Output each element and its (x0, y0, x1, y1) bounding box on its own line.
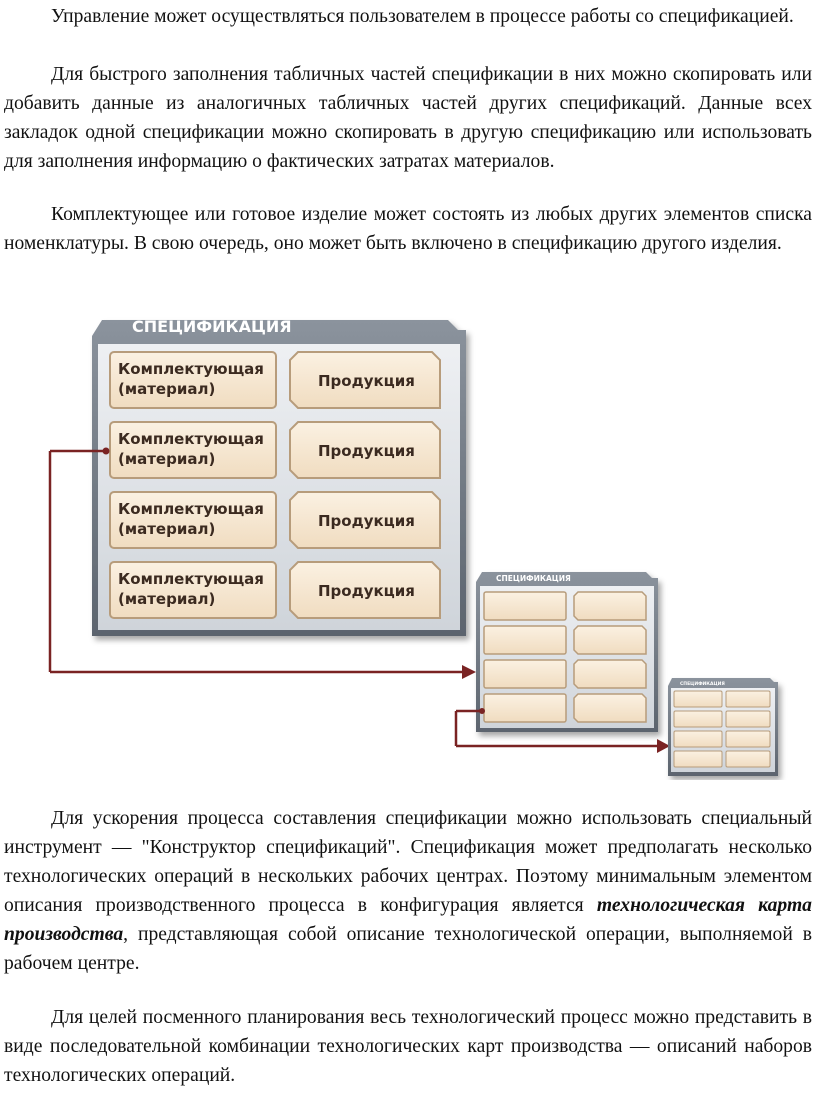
product-card (289, 491, 441, 549)
arrow-dot (479, 708, 485, 714)
tiny-row (673, 730, 771, 748)
component-card-line2: (материал) (118, 590, 215, 608)
component-card-tiny (673, 690, 723, 708)
paragraph-4-text-a: Для ускорения процесса составления специ… (4, 808, 812, 916)
paragraph-5: Для целей посменного планирования весь т… (4, 1007, 812, 1086)
product-card-label: Продукция (318, 372, 415, 390)
tiny-row (673, 690, 771, 708)
specification-diagram: СПЕЦИФИКАЦИЯ Комплектующая (материал) Пр… (48, 317, 778, 776)
product-card-label: Продукция (318, 442, 415, 460)
main-row-4: Комплектующая (материал) Продукция (109, 561, 441, 619)
product-card-small (573, 591, 647, 621)
component-card (109, 491, 277, 549)
product-card-tiny (725, 750, 771, 768)
component-card-tiny (673, 750, 723, 768)
main-frame-rows: Комплектующая (материал) Продукция Компл… (109, 351, 441, 619)
product-card-label: Продукция (318, 512, 415, 530)
component-card-tiny (673, 730, 723, 748)
component-card (109, 421, 277, 479)
medium-row (483, 591, 647, 621)
arrow-dot (102, 447, 110, 455)
paragraph-4-text-b: , представляющая собой описание технолог… (4, 924, 812, 974)
medium-row (483, 693, 647, 723)
product-card-small (573, 625, 647, 655)
tiny-row (673, 750, 771, 768)
main-row-1: Комплектующая (материал) Продукция (109, 351, 441, 409)
component-card-line1: Комплектующая (118, 360, 264, 378)
paragraph-1: Управление может осуществляться пользова… (51, 6, 794, 27)
component-card-line1: Комплектующая (118, 570, 264, 588)
paragraph-3: Комплектующее или готовое изделие может … (4, 204, 812, 254)
main-row-2: Комплектующая (материал) Продукция (109, 421, 441, 479)
emphasis-term: технологическая карта производства (4, 895, 812, 945)
component-card-small (483, 659, 567, 689)
paragraph-2: Для быстрого заполнения табличных частей… (4, 64, 812, 172)
component-card-tiny (673, 710, 723, 728)
arrow-head (462, 665, 476, 679)
component-card-small (483, 625, 567, 655)
product-card-small (573, 659, 647, 689)
product-card-small (573, 693, 647, 723)
product-card (289, 561, 441, 619)
product-card-tiny (725, 710, 771, 728)
component-card-line2: (материал) (118, 450, 215, 468)
arrow-head (657, 739, 670, 753)
medium-frame-rows (483, 591, 647, 723)
link-arrow-medium-to-tiny (454, 708, 670, 753)
product-card-tiny (725, 730, 771, 748)
component-card-line2: (материал) (118, 520, 215, 538)
product-card-label: Продукция (318, 582, 415, 600)
component-card-small (483, 693, 567, 723)
component-card-line1: Комплектующая (118, 430, 264, 448)
paragraph-4: Для ускорения процесса составления специ… (4, 804, 812, 978)
tiny-frame-rows (673, 690, 771, 768)
main-frame-title: СПЕЦИФИКАЦИЯ (132, 317, 292, 336)
main-row-3: Комплектующая (материал) Продукция (109, 491, 441, 549)
component-card-line1: Комплектующая (118, 500, 264, 518)
tiny-row (673, 710, 771, 728)
medium-row (483, 625, 647, 655)
component-card-line2: (материал) (118, 380, 215, 398)
component-card (109, 351, 277, 409)
medium-row (483, 659, 647, 689)
medium-frame-title: СПЕЦИФИКАЦИЯ (496, 574, 571, 583)
product-card-tiny (725, 690, 771, 708)
link-arrow-main-to-medium (48, 447, 476, 679)
product-card (289, 351, 441, 409)
component-card-small (483, 591, 567, 621)
product-card (289, 421, 441, 479)
tiny-frame-title: СПЕЦИФИКАЦИЯ (680, 681, 725, 687)
component-card (109, 561, 277, 619)
